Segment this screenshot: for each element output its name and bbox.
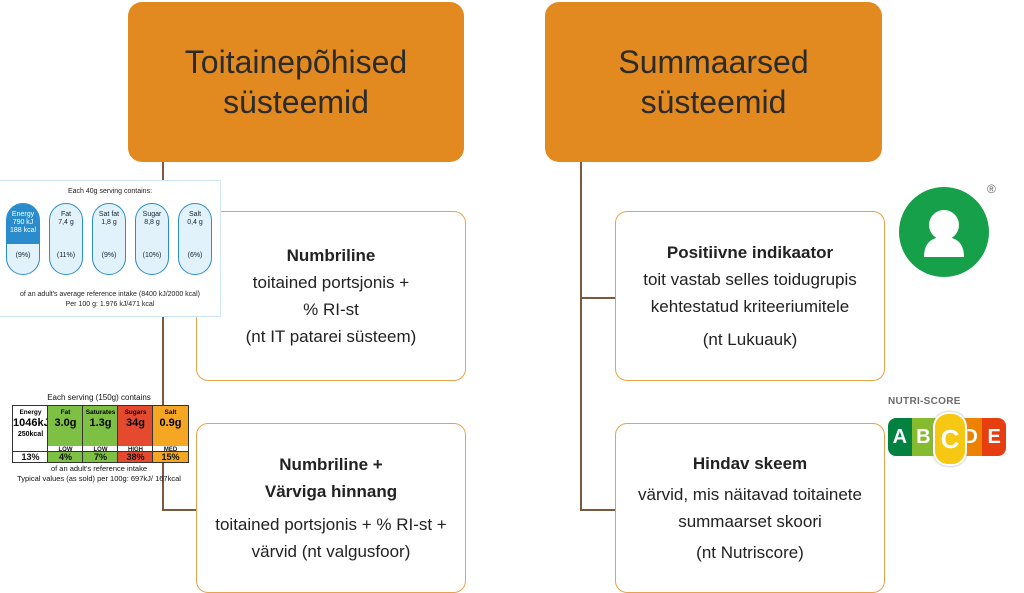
traffic-caption: Each serving (150g) contains (47, 393, 151, 402)
left-header: Toitainepõhised süsteemid (128, 2, 464, 162)
traffic-footer1: of an adult's reference intake (50, 464, 148, 473)
pill-pct: (6%) (187, 252, 203, 259)
right-header: Summaarsed süsteemid (545, 2, 882, 162)
traffic-cell-pct: 7% (82, 451, 119, 463)
battery-label-footer1: of an adult's average reference intake (… (20, 291, 200, 298)
card-score-scheme: Hindav skeem värvid, mis näitavad toitai… (615, 423, 885, 593)
right-vertical-connector (580, 162, 582, 510)
registered-mark: ® (987, 182, 996, 196)
card-numeric-color-line: toitained portsjonis + % RI-st + (215, 515, 447, 534)
card-positive-line: toit vastab selles toidugrupis (643, 270, 857, 289)
right-branch-2 (580, 509, 617, 511)
right-branch-1 (580, 297, 617, 299)
nutriscore-letter: A (888, 418, 912, 456)
card-numeric-title: Numbriline (286, 246, 376, 265)
traffic-cell-name: Salt (164, 409, 177, 416)
traffic-cell-name: Saturates (85, 409, 116, 416)
pill-name: Fat (60, 211, 72, 218)
pill-name: Sugar (142, 211, 162, 218)
traffic-cell-level: HIGH (118, 446, 153, 454)
traffic-cell-pct: 4% (47, 451, 84, 463)
right-header-line2: süsteemid (640, 84, 787, 120)
traffic-cell-value: 1046kJ (13, 417, 50, 429)
nutriscore-label: NUTRI-SCORE (888, 396, 961, 407)
traffic-cell-level: LOW (48, 446, 83, 454)
pill-pct: (10%) (142, 252, 162, 259)
left-vertical-connector (162, 162, 164, 510)
pill-pct: (9%) (101, 252, 117, 259)
traffic-cell-pct: 38% (117, 451, 154, 463)
card-numeric-color: Numbriline + Värviga hinnang toitained p… (196, 423, 466, 593)
card-numeric-color-title2: Värviga hinnang (264, 482, 398, 501)
traffic-cell-level: MED (153, 446, 188, 454)
card-positive-title: Positiivne indikaator (666, 243, 834, 262)
traffic-cell-value: 34g (126, 417, 145, 429)
card-numeric-line: % RI-st (303, 300, 359, 319)
card-score-line: (nt Nutriscore) (696, 543, 804, 562)
card-numeric-line: toitained portsjonis + (252, 273, 410, 292)
traffic-cell-value: 1.3g (89, 417, 112, 429)
traffic-cell-value2: 250kcal (17, 431, 44, 438)
pill-pct: (11%) (56, 252, 76, 259)
pill-value: 1,8 g (101, 219, 117, 226)
card-score-line: summaarset skoori (678, 512, 822, 531)
pill-name: Energy (11, 211, 35, 218)
traffic-cell-name: Energy (19, 409, 42, 416)
traffic-cell-level: LOW (83, 446, 118, 454)
card-numeric-color-line: värvid (nt valgusfoor) (251, 542, 411, 561)
traffic-footer2: Typical values (as sold) per 100g: 697kJ… (17, 474, 181, 483)
traffic-cell-name: Sugars (124, 409, 147, 416)
pill-value: 8,8 g (144, 219, 160, 226)
nutriscore-letter: E (982, 418, 1006, 456)
left-header-line2: süsteemid (223, 84, 369, 120)
pill-name: Salt (188, 211, 202, 218)
traffic-cell-name: Fat (60, 409, 71, 416)
pill-value2: 188 kcal (9, 227, 37, 234)
pill-name: Sat fat (98, 211, 120, 218)
traffic-cell-value: 3.0g (54, 417, 77, 429)
keyhole-icon (924, 210, 964, 257)
battery-label-footer2: Per 100 g: 1.976 kJ/471 kcal (65, 301, 155, 308)
nutriscore-selected: C (933, 412, 967, 466)
card-positive-line: (nt Lukuauk) (702, 330, 798, 349)
pill-value: 0,4 g (187, 219, 203, 226)
pill-value: 7,4 g (58, 219, 74, 226)
card-numeric-color-title: Numbriline + (279, 455, 383, 474)
pill-pct: (9%) (15, 252, 31, 259)
card-numeric-line: (nt IT patarei süsteem) (245, 327, 417, 346)
nutriscore-logo: NUTRI-SCORE A B C D E C (886, 396, 1008, 466)
card-positive-line: kehtestatud kriteeriumitele (650, 297, 850, 316)
card-numeric: Numbriline toitained portsjonis + % RI-s… (196, 211, 466, 381)
card-positive-indicator: Positiivne indikaator toit vastab selles… (615, 211, 885, 381)
nutriscore-letter: B (911, 418, 936, 456)
pill-value: 790 kJ (12, 219, 34, 226)
right-header-line1: Summaarsed (618, 44, 809, 80)
battery-label-caption: Each 40g serving contains: (67, 188, 153, 195)
left-header-line1: Toitainepõhised (184, 44, 408, 80)
traffic-cell-value: 0.9g (159, 417, 182, 429)
traffic-cell-pct: 13% (12, 451, 49, 463)
card-score-title: Hindav skeem (692, 454, 808, 473)
left-branch-2 (162, 509, 198, 511)
keyhole-logo (899, 187, 989, 277)
traffic-cell-pct: 15% (152, 451, 189, 463)
card-score-line: värvid, mis näitavad toitainete (638, 485, 862, 504)
